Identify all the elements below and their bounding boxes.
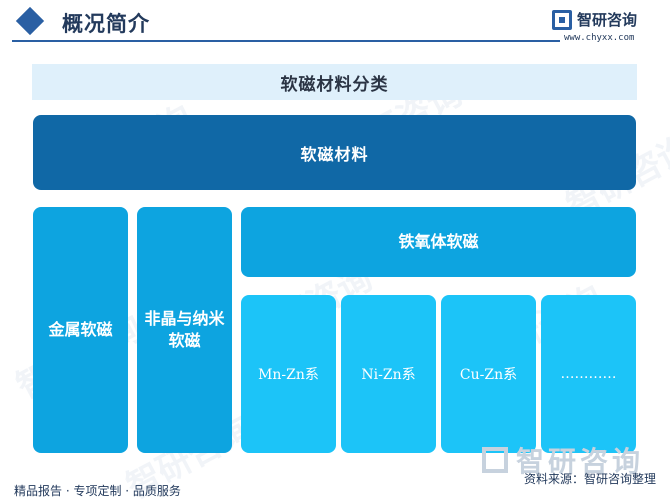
footer-tagline: 精品报告 · 专项定制 · 品质服务 (14, 484, 181, 498)
watermark-logo-text: 智研咨询 (516, 445, 645, 478)
category-amorphous-line1: 非晶与纳米 (144, 309, 225, 329)
diagram-title: 软磁材料分类 (32, 64, 637, 100)
page-title: 概况简介 (62, 12, 150, 36)
category-ferrite: 铁氧体软磁 (241, 207, 636, 277)
brand-logo-icon (552, 10, 572, 30)
ferrite-type-cu-zn: Cu-Zn系 (441, 295, 536, 453)
ferrite-type-more: ………… (541, 295, 636, 453)
header-diamond-icon (15, 6, 45, 36)
brand-name: 智研咨询 (577, 11, 638, 29)
root-node-soft-magnetic: 软磁材料 (33, 115, 636, 190)
ferrite-type-mn-zn: Mn-Zn系 (241, 295, 336, 453)
category-metal-soft-magnetic: 金属软磁 (33, 207, 128, 453)
footer-source: 资料来源：智研咨询整理 (523, 472, 656, 486)
watermark-logo: 智研咨询 (482, 440, 644, 480)
brand-logo: 智研咨询 www.chyxx.com (552, 9, 652, 49)
category-amorphous-line2: 软磁 (168, 331, 201, 350)
header-divider (12, 40, 560, 42)
category-amorphous-nano: 非晶与纳米 软磁 (137, 207, 232, 453)
watermark-logo-icon (482, 447, 508, 473)
ferrite-type-ni-zn: Ni-Zn系 (341, 295, 436, 453)
brand-url: www.chyxx.com (564, 33, 635, 43)
